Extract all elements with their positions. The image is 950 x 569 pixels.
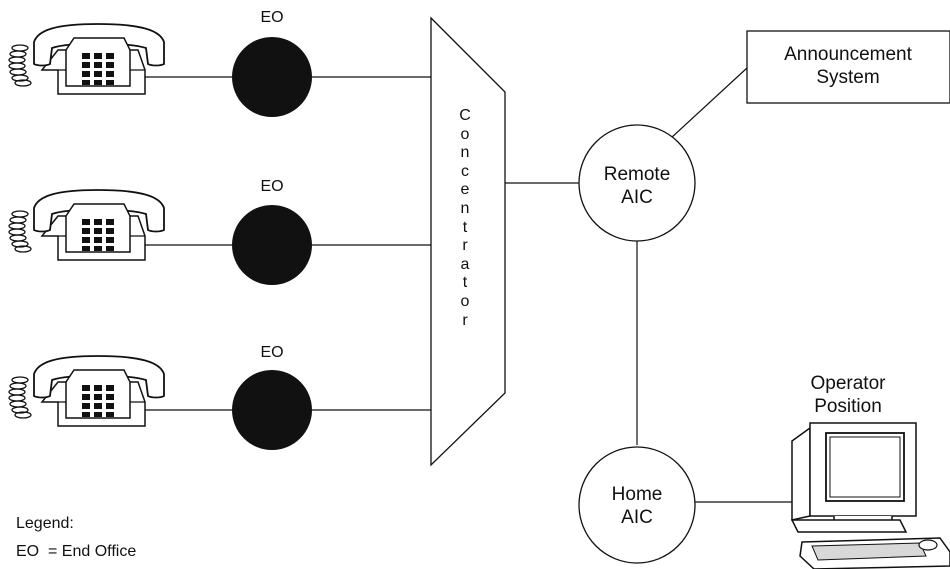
remote-aic-label-line2: AIC <box>621 187 653 208</box>
concentrator-shape <box>430 16 506 467</box>
end-office-3-label: EO <box>260 344 284 361</box>
concentrator-letter: t <box>462 274 468 292</box>
remote-aic-node <box>578 124 696 242</box>
end-office-1-label: EO <box>260 9 284 26</box>
end-office-2-label: EO <box>260 178 284 195</box>
telephone-1-icon <box>8 23 165 95</box>
legend-title: Legend: <box>16 515 74 532</box>
concentrator-letter: a <box>460 255 470 273</box>
concentrator-letter: c <box>461 162 469 180</box>
end-office-2 <box>232 205 312 285</box>
end-office-1 <box>232 37 312 117</box>
concentrator-letter: o <box>460 293 470 310</box>
remote-aic-label-line1: Remote <box>603 164 671 185</box>
legend-entry: EO = End Office <box>16 543 137 560</box>
concentrator-letter: r <box>462 311 468 329</box>
home-aic-node <box>578 446 696 564</box>
announcement-system-label-line2: System <box>816 67 880 88</box>
telephone-2-icon <box>8 189 165 261</box>
announcement-system-label-line1: Announcement <box>784 44 912 65</box>
concentrator-letter: o <box>460 125 470 143</box>
remote-aic-to-announcement-line <box>670 67 748 139</box>
concentrator-letter: C <box>459 107 471 124</box>
end-office-3 <box>232 370 312 450</box>
concentrator-letter: r <box>462 237 468 255</box>
announcement-system-box <box>746 30 950 104</box>
home-aic-label-line1: Home <box>611 484 663 505</box>
concentrator-letter: n <box>460 144 470 162</box>
operator-position-label-line1: Operator <box>810 373 886 394</box>
concentrator-letter: e <box>460 181 470 199</box>
operator-computer-icon <box>790 422 950 569</box>
home-aic-label-line2: AIC <box>621 507 653 528</box>
trunk-lines <box>145 67 792 503</box>
telephone-3-icon <box>8 355 165 427</box>
concentrator-letter: n <box>460 200 470 217</box>
operator-position-label-line2: Position <box>814 396 882 417</box>
concentrator-letter: t <box>462 218 468 236</box>
